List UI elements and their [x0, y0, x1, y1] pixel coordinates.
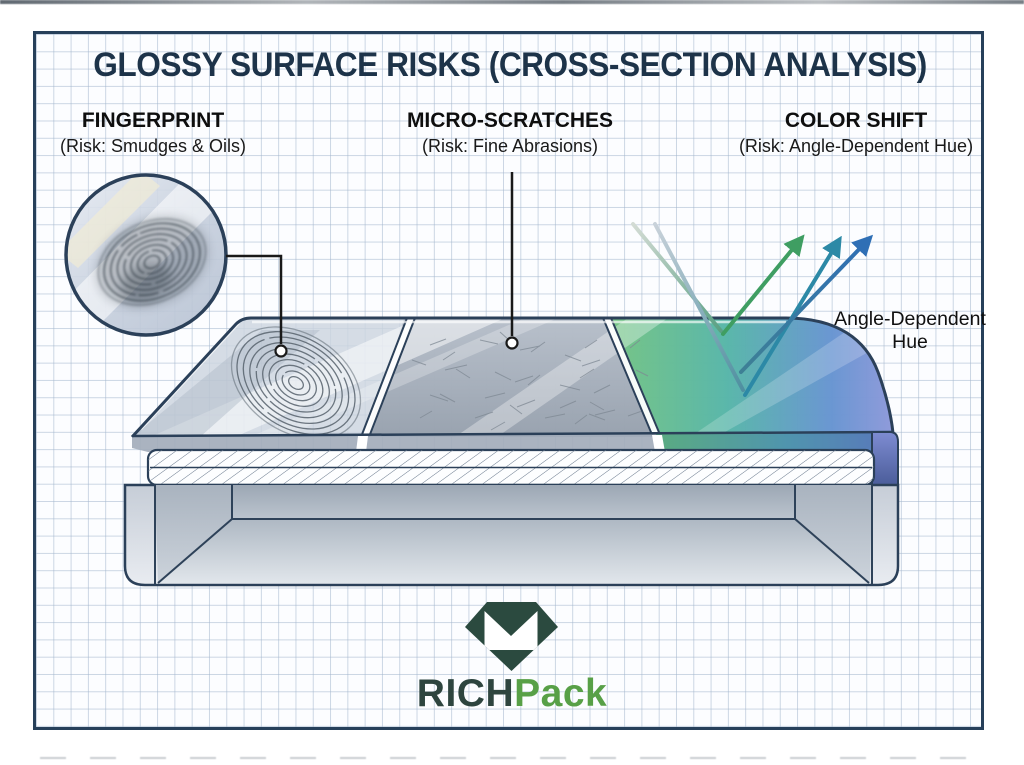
colorshift-risk-text: (Risk: Angle-Dependent Hue) — [738, 136, 974, 156]
hatched-core-layer — [146, 448, 876, 487]
scratches-connector — [505, 172, 519, 350]
scan-edge-top — [0, 0, 1024, 4]
fingerprint-connector — [226, 254, 288, 358]
angle-hue-line2: Hue — [892, 331, 928, 354]
richpack-logo-icon — [465, 602, 558, 671]
surface-fingerprint — [230, 326, 362, 437]
reflected-ray-green-icon — [721, 234, 805, 336]
logo-text-rich: RICH — [416, 672, 515, 715]
angle-hue-line1: Angle-Dependent — [834, 308, 986, 330]
fingerprint-risk-text: (Risk: Smudges & Oils) — [59, 136, 247, 156]
fingerprint-label: FINGERPRINT — [81, 109, 225, 132]
page-title: GLOSSY SURFACE RISKS (CROSS-SECTION ANAL… — [93, 46, 927, 84]
risk-column-colorshift: COLOR SHIFT (Risk: Angle-Dependent Hue) — [726, 109, 986, 157]
angle-hue-rays — [631, 222, 874, 397]
panel-dividers — [360, 318, 662, 437]
slab-front-edge — [131, 430, 899, 487]
scratches-risk-text: (Risk: Fine Abrasions) — [421, 136, 599, 156]
micro-scratches — [411, 331, 649, 431]
risk-column-fingerprint: FINGERPRINT (Risk: Smudges & Oils) — [23, 109, 283, 157]
slab-base — [123, 483, 900, 587]
risk-column-scratches: MICRO-SCRATCHES (Risk: Fine Abrasions) — [380, 109, 640, 157]
richpack-wordmark: RICHPack — [312, 672, 712, 716]
logo-text-pack: Pack — [514, 672, 608, 715]
angle-dependent-hue-annotation: Angle-Dependent Hue — [815, 308, 1005, 355]
reflected-ray-blue-icon — [739, 234, 874, 374]
scratches-label: MICRO-SCRATCHES — [406, 109, 614, 132]
colorshift-label: COLOR SHIFT — [784, 109, 928, 132]
scan-edge-bottom — [40, 757, 984, 759]
fingerprint-magnifier — [64, 173, 228, 337]
